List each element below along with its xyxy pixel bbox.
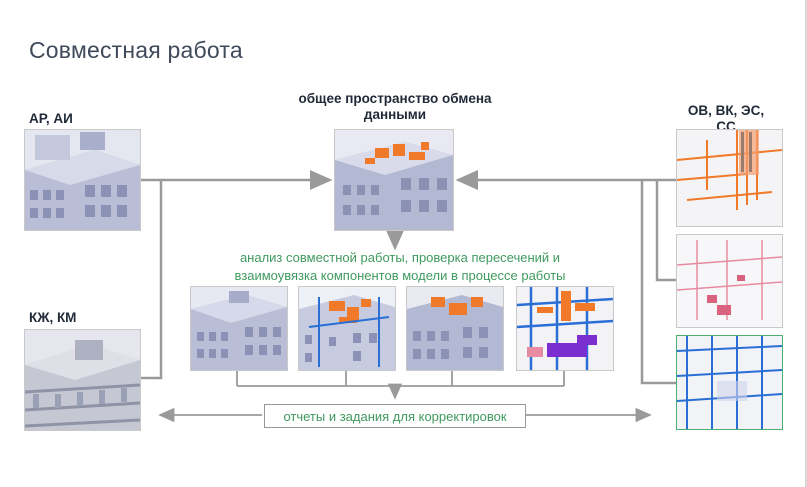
structure-model-image: [24, 329, 141, 431]
line-kzh-to-shared: [139, 180, 163, 380]
slide-title: Совместная работа: [29, 37, 243, 63]
pipes-model-image: [676, 234, 783, 328]
analysis-caption-line2: взаимоувязка компонентов модели в процес…: [234, 268, 566, 283]
label-shared-line2: данными: [363, 107, 427, 122]
label-kzh: КЖ, КМ: [29, 310, 77, 325]
reports-box: отчеты и задания для корректировок: [264, 404, 526, 428]
analysis-architecture-image: [190, 286, 288, 371]
analysis-caption: анализ совместной работы, проверка перес…: [190, 249, 610, 285]
label-ar: АР, АИ: [29, 111, 73, 126]
page-edge: [805, 0, 807, 487]
reports-label: отчеты и задания для корректировок: [283, 408, 507, 424]
building-model-image: [24, 129, 141, 231]
analysis-facade-image: [406, 286, 504, 371]
combined-model-image: [334, 129, 454, 231]
analysis-mep-image: [516, 286, 614, 371]
analysis-caption-line1: анализ совместной работы, проверка перес…: [239, 250, 561, 265]
line-es-to-shared: [640, 180, 676, 385]
label-ov-line1: ОВ, ВК, ЭС,: [687, 103, 765, 118]
analysis-clash-image: [298, 286, 396, 371]
line-vk-to-shared: [655, 180, 676, 282]
ducts-model-image: [676, 129, 783, 227]
cables-model-image: [676, 335, 783, 430]
label-shared-line1: общее пространство обмена: [298, 91, 492, 106]
label-shared: общее пространство обмена данными: [270, 91, 520, 123]
